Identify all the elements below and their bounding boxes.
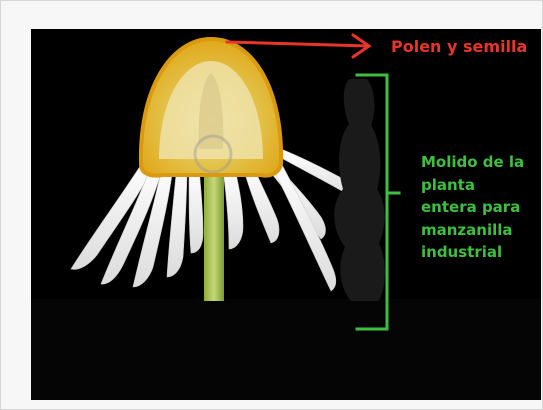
ground-label-line: manzanilla (421, 219, 539, 242)
ground-plant-label: Molido de la planta entera para manzanil… (421, 151, 539, 264)
ground-label-line: industrial (421, 241, 539, 264)
ground-label-line: entera para (421, 196, 539, 219)
ground-label-line: planta (421, 174, 539, 197)
ground-label-line: Molido de la (421, 151, 539, 174)
photo-lower-band (31, 299, 541, 400)
pollen-seed-label: Polen y semilla (391, 37, 527, 56)
